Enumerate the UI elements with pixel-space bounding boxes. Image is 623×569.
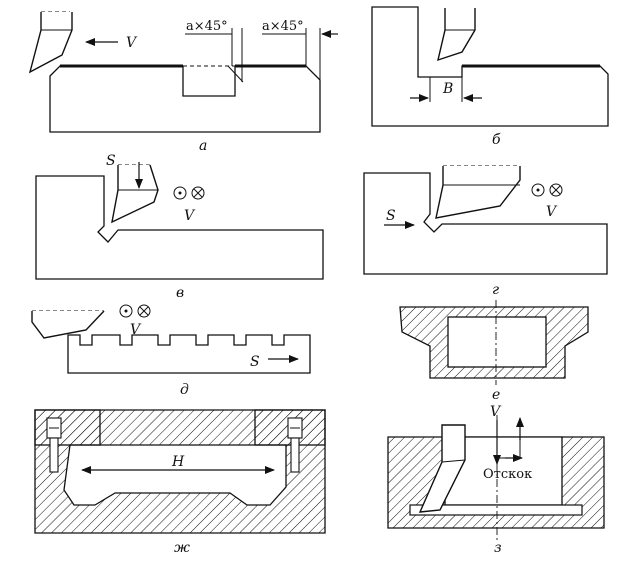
panel-zh-caption: ж	[174, 540, 190, 556]
panel-d-cross-circle-icon	[137, 304, 151, 318]
panel-g-workpiece	[363, 172, 608, 275]
panel-v: S V в	[35, 153, 324, 301]
panel-d-dot-circle-icon	[119, 304, 133, 318]
panel-d-velocity-label: V	[130, 322, 142, 338]
panel-zh-left-clamp	[34, 409, 101, 446]
panel-v-workpiece	[35, 175, 324, 280]
panel-zh-height-label: H	[171, 454, 185, 470]
panel-d-feed-label: S	[250, 354, 260, 370]
panel-e: е	[399, 300, 589, 403]
panel-b: B б	[371, 6, 609, 148]
panel-b-cutting-tool	[437, 8, 476, 62]
panel-g: S V г	[363, 165, 608, 298]
panel-e-caption: е	[492, 387, 500, 403]
panel-d: V S д	[31, 304, 311, 398]
panel-z-undercut	[409, 504, 583, 516]
panel-z-velocity-label: V	[490, 404, 502, 420]
panel-a-velocity-label: V	[126, 35, 138, 51]
panel-g-feed-label: S	[386, 208, 396, 224]
panel-zh-cavity	[63, 444, 287, 506]
panel-d-workpiece	[67, 334, 311, 374]
panel-a-workpiece	[49, 65, 321, 133]
panel-g-cutting-tool	[435, 166, 521, 219]
panel-a-groove-chamfer	[227, 65, 244, 83]
panel-a-caption: а	[199, 138, 207, 154]
panel-v-velocity-label: V	[184, 208, 196, 224]
panel-d-cutting-tool	[31, 310, 105, 339]
panel-g-velocity-label: V	[546, 204, 558, 220]
panel-z-caption: з	[494, 540, 502, 556]
panel-z-rebound-label: Отскок	[483, 467, 532, 482]
panel-a-chamfer-left-label: a×45°	[186, 19, 228, 34]
panel-v-caption: в	[176, 285, 184, 301]
panel-z: V Отскок з	[387, 404, 605, 556]
panel-g-cross-circle-icon	[549, 183, 563, 197]
panel-a-cutting-tool	[28, 12, 73, 74]
panel-a-chamfer-right-label: a×45°	[262, 19, 304, 34]
panel-g-dot-circle-icon	[531, 183, 545, 197]
panel-d-caption: д	[180, 382, 189, 398]
panel-zh-left-screw-icon	[46, 417, 62, 473]
panel-e-bore	[447, 316, 547, 368]
panel-a: V a×45° a×45° а	[28, 11, 338, 154]
panel-b-width-label: B	[442, 81, 453, 97]
panel-v-feed-label: S	[106, 153, 116, 169]
panel-v-cutting-tool	[111, 164, 159, 224]
panel-v-cross-circle-icon	[191, 186, 205, 200]
panel-zh: H ж	[34, 409, 326, 556]
panel-g-caption: г	[492, 282, 499, 298]
panel-zh-right-screw-icon	[287, 417, 303, 473]
panel-v-dot-circle-icon	[173, 186, 187, 200]
panel-b-caption: б	[492, 132, 501, 148]
